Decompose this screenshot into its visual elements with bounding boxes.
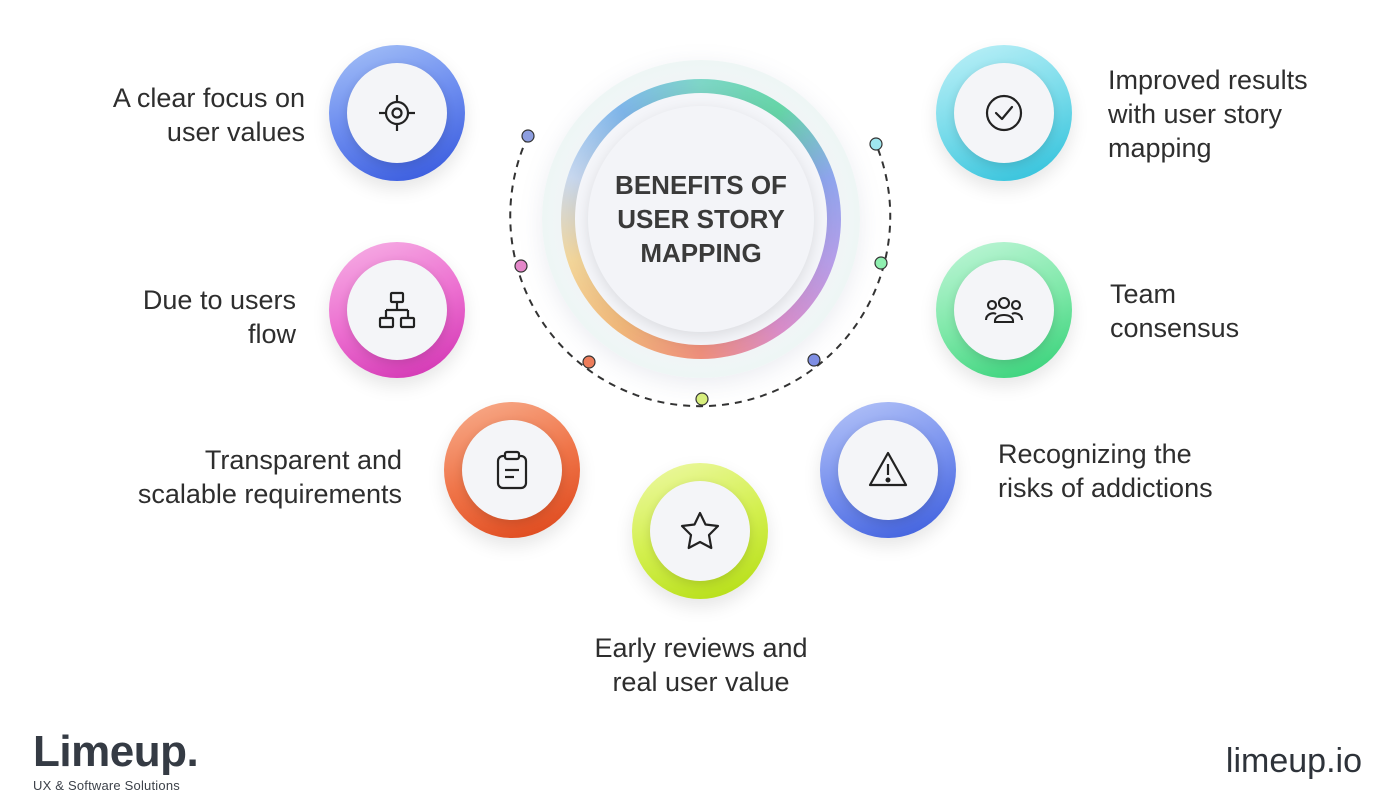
arc-dot bbox=[521, 129, 535, 143]
flowchart-icon bbox=[378, 291, 416, 329]
benefit-label-flow: Due to users flow bbox=[142, 285, 296, 349]
hub-title: BENEFITS OF USER STORY MAPPING bbox=[615, 170, 787, 268]
arc-dot bbox=[807, 353, 821, 367]
benefit-label-risks: Recognizing the risks of addictions bbox=[998, 439, 1213, 503]
benefit-node-results bbox=[936, 45, 1072, 181]
benefit-label-reviews: Early reviews and real user value bbox=[594, 633, 808, 697]
arc-dot bbox=[695, 392, 709, 406]
website-link[interactable]: limeup.io bbox=[1225, 742, 1362, 780]
team-icon bbox=[984, 296, 1024, 324]
benefit-label-focus: A clear focus on user values bbox=[112, 83, 305, 147]
brand-tagline: UX & Software Solutions bbox=[33, 778, 180, 793]
arc-dot bbox=[514, 259, 528, 273]
benefit-node-requirements bbox=[444, 402, 580, 538]
benefit-node-flow bbox=[329, 242, 465, 378]
benefit-node-consensus bbox=[936, 242, 1072, 378]
brand-logo: Limeup. UX & Software Solutions bbox=[33, 727, 199, 794]
arc-dot bbox=[869, 137, 883, 151]
benefit-node-reviews bbox=[632, 463, 768, 599]
benefit-node-risks bbox=[820, 402, 956, 538]
warning-icon bbox=[868, 451, 908, 487]
benefit-label-results: Improved results with user story mapping bbox=[1108, 65, 1308, 163]
arc-dot bbox=[582, 355, 596, 369]
brand-name: Limeup. bbox=[33, 727, 199, 776]
benefit-label-requirements: Transparent and scalable requirements bbox=[137, 445, 402, 509]
hub-center: BENEFITS OF USER STORY MAPPING bbox=[588, 106, 814, 332]
benefit-node-focus bbox=[329, 45, 465, 181]
check-circle-icon bbox=[985, 94, 1023, 132]
benefit-label-consensus: Team consensus bbox=[1110, 279, 1240, 343]
arc-dot bbox=[874, 256, 888, 270]
clipboard-icon bbox=[496, 450, 528, 490]
target-icon bbox=[379, 95, 415, 131]
star-icon bbox=[680, 511, 720, 550]
